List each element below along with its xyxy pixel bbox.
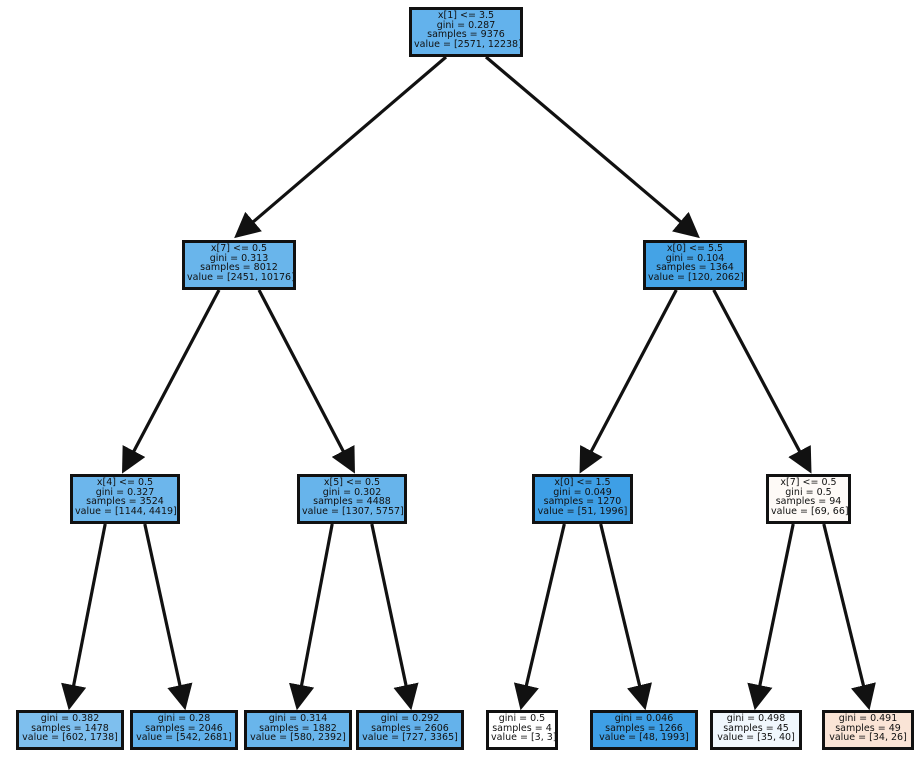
tree-edge-n2-n5 (579, 289, 678, 474)
tree-edge-n3-n7 (61, 523, 107, 711)
tree-edge-n2-n6 (712, 289, 812, 474)
tree-leaf-4: gini = 0.292 samples = 2606 value = [727… (356, 710, 464, 750)
tree-node-root: x[1] <= 3.5 gini = 0.287 samples = 9376 … (409, 7, 523, 57)
tree-node-left-right: x[5] <= 0.5 gini = 0.302 samples = 4488 … (297, 474, 407, 524)
tree-leaf-7: gini = 0.498 samples = 45 value = [35, 4… (710, 710, 802, 750)
tree-leaf-3: gini = 0.314 samples = 1882 value = [580… (244, 710, 352, 750)
tree-edge-n5-n11 (513, 523, 566, 711)
tree-edge-n5-n12 (599, 523, 652, 711)
tree-edge-n1-n4 (257, 289, 355, 474)
tree-edge-n6-n14 (822, 523, 876, 711)
tree-edge-n0-n2 (484, 55, 700, 239)
tree-node-left: x[7] <= 0.5 gini = 0.313 samples = 8012 … (182, 240, 296, 290)
tree-leaf-8: gini = 0.491 samples = 49 value = [34, 2… (822, 710, 914, 750)
tree-leaf-5: gini = 0.5 samples = 4 value = [3, 3] (486, 710, 558, 750)
tree-node-right-right: x[7] <= 0.5 gini = 0.5 samples = 94 valu… (766, 474, 851, 524)
tree-edge-n0-n1 (234, 55, 448, 239)
tree-leaf-2: gini = 0.28 samples = 2046 value = [542,… (130, 710, 238, 750)
tree-edge-n3-n8 (143, 523, 193, 711)
tree-node-right: x[0] <= 5.5 gini = 0.104 samples = 1364 … (643, 240, 747, 290)
tree-leaf-1: gini = 0.382 samples = 1478 value = [602… (16, 710, 124, 750)
tree-edge-n4-n10 (370, 523, 419, 711)
tree-node-right-left: x[0] <= 1.5 gini = 0.049 samples = 1270 … (532, 474, 633, 524)
tree-edge-n6-n13 (747, 523, 795, 711)
tree-edge-n4-n9 (289, 523, 334, 711)
tree-node-left-left: x[4] <= 0.5 gini = 0.327 samples = 3524 … (70, 474, 180, 524)
tree-leaf-6: gini = 0.046 samples = 1266 value = [48,… (590, 710, 698, 750)
tree-edge-n1-n3 (122, 289, 221, 474)
